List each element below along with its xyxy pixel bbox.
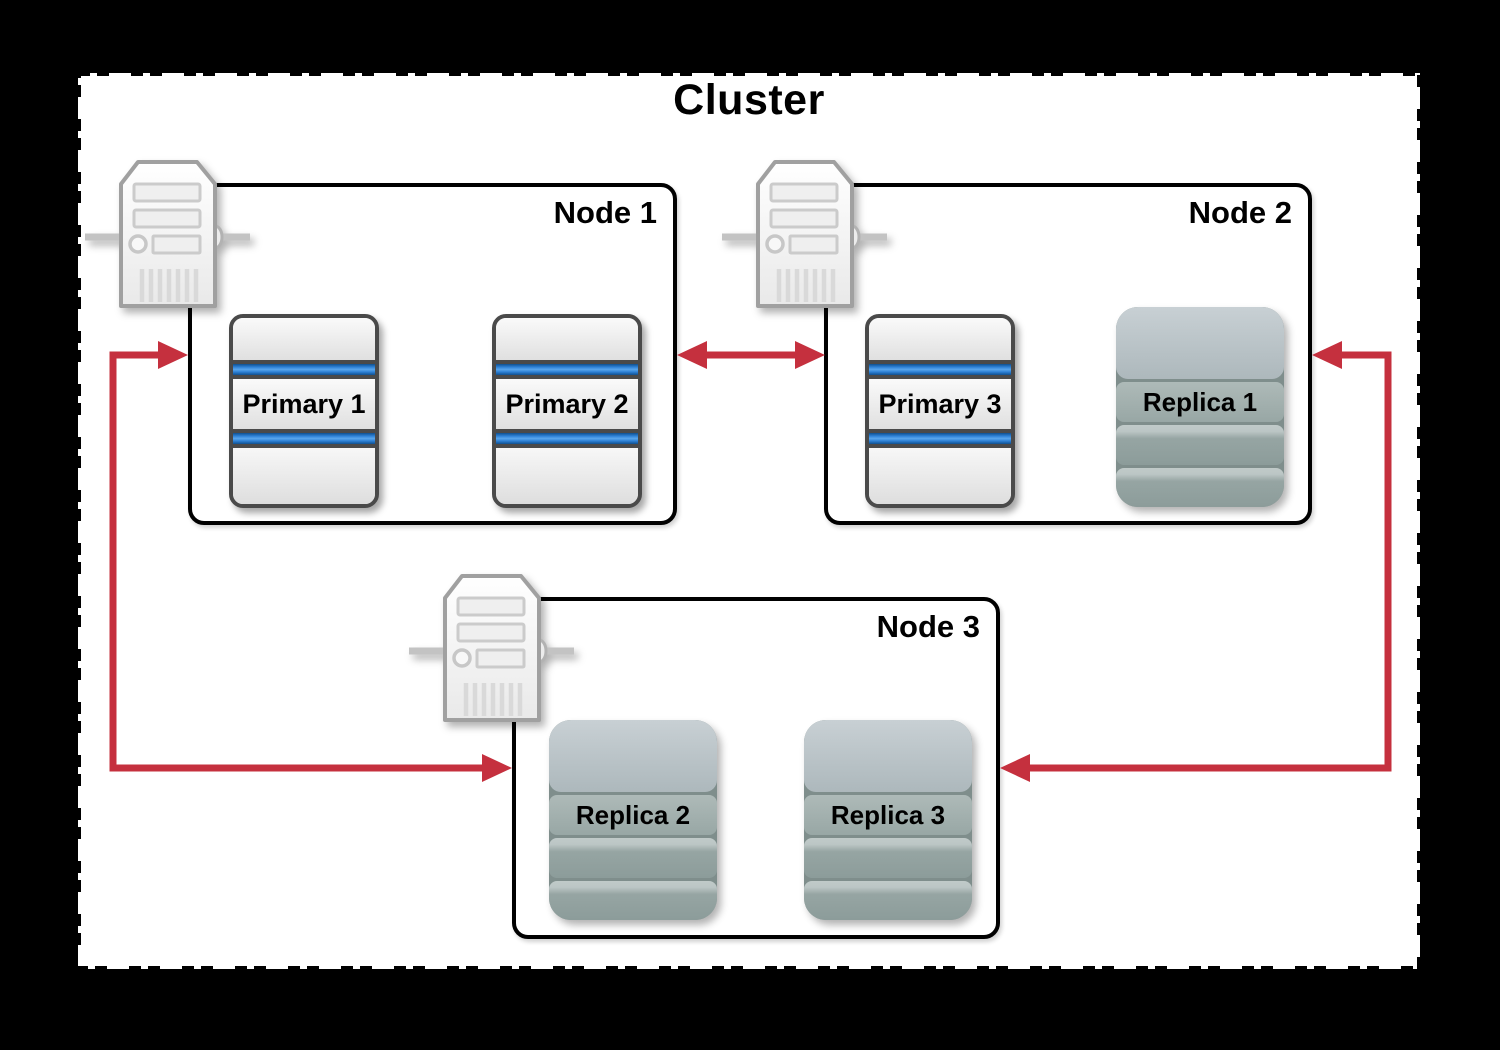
database-stripe: [233, 364, 375, 379]
server-tower-icon: [722, 160, 887, 308]
replica-1-label: Replica 1: [1116, 382, 1284, 422]
database-stripe: [496, 433, 638, 448]
replica-3-label: Replica 3: [804, 795, 972, 835]
database-stripe: [233, 433, 375, 448]
primary-2-database: Primary 2: [492, 314, 642, 508]
database-cylinder-icon: [496, 318, 638, 364]
database-stripe: [496, 364, 638, 379]
node-3-label: Node 3: [876, 609, 980, 644]
database-cylinder-icon: [233, 448, 375, 504]
disk-stack-icon: [1116, 468, 1284, 507]
database-cylinder-icon: [496, 448, 638, 504]
replica-3-database: Replica 3: [804, 720, 972, 920]
replica-2-label: Replica 2: [549, 795, 717, 835]
node-3-box: Node 3 Replica 2 Replica 3: [512, 597, 1000, 939]
disk-stack-icon: [549, 838, 717, 878]
replica-2-database: Replica 2: [549, 720, 717, 920]
disk-stack-icon: [804, 838, 972, 878]
primary-1-label: Primary 1: [233, 379, 375, 433]
database-stripe: [869, 433, 1011, 448]
primary-3-database: Primary 3: [865, 314, 1015, 508]
database-cylinder-icon: [233, 318, 375, 364]
replica-1-database: Replica 1: [1116, 307, 1284, 507]
disk-stack-icon: [804, 720, 972, 792]
node-2-box: Node 2 Primary 3 Replica 1: [824, 183, 1312, 525]
server-tower-icon: [85, 160, 250, 308]
database-cylinder-icon: [869, 448, 1011, 504]
disk-stack-icon: [1116, 307, 1284, 379]
node-2-label: Node 2: [1188, 195, 1292, 230]
disk-stack-icon: [1116, 425, 1284, 465]
database-cylinder-icon: [869, 318, 1011, 364]
node-1-box: Node 1 Primary 1 Primary 2: [188, 183, 677, 525]
server-tower-icon: [409, 574, 574, 722]
primary-3-label: Primary 3: [869, 379, 1011, 433]
node-1-label: Node 1: [553, 195, 657, 230]
disk-stack-icon: [804, 881, 972, 920]
primary-2-label: Primary 2: [496, 379, 638, 433]
primary-1-database: Primary 1: [229, 314, 379, 508]
disk-stack-icon: [549, 720, 717, 792]
database-stripe: [869, 364, 1011, 379]
disk-stack-icon: [549, 881, 717, 920]
diagram-title: Cluster: [673, 76, 825, 124]
